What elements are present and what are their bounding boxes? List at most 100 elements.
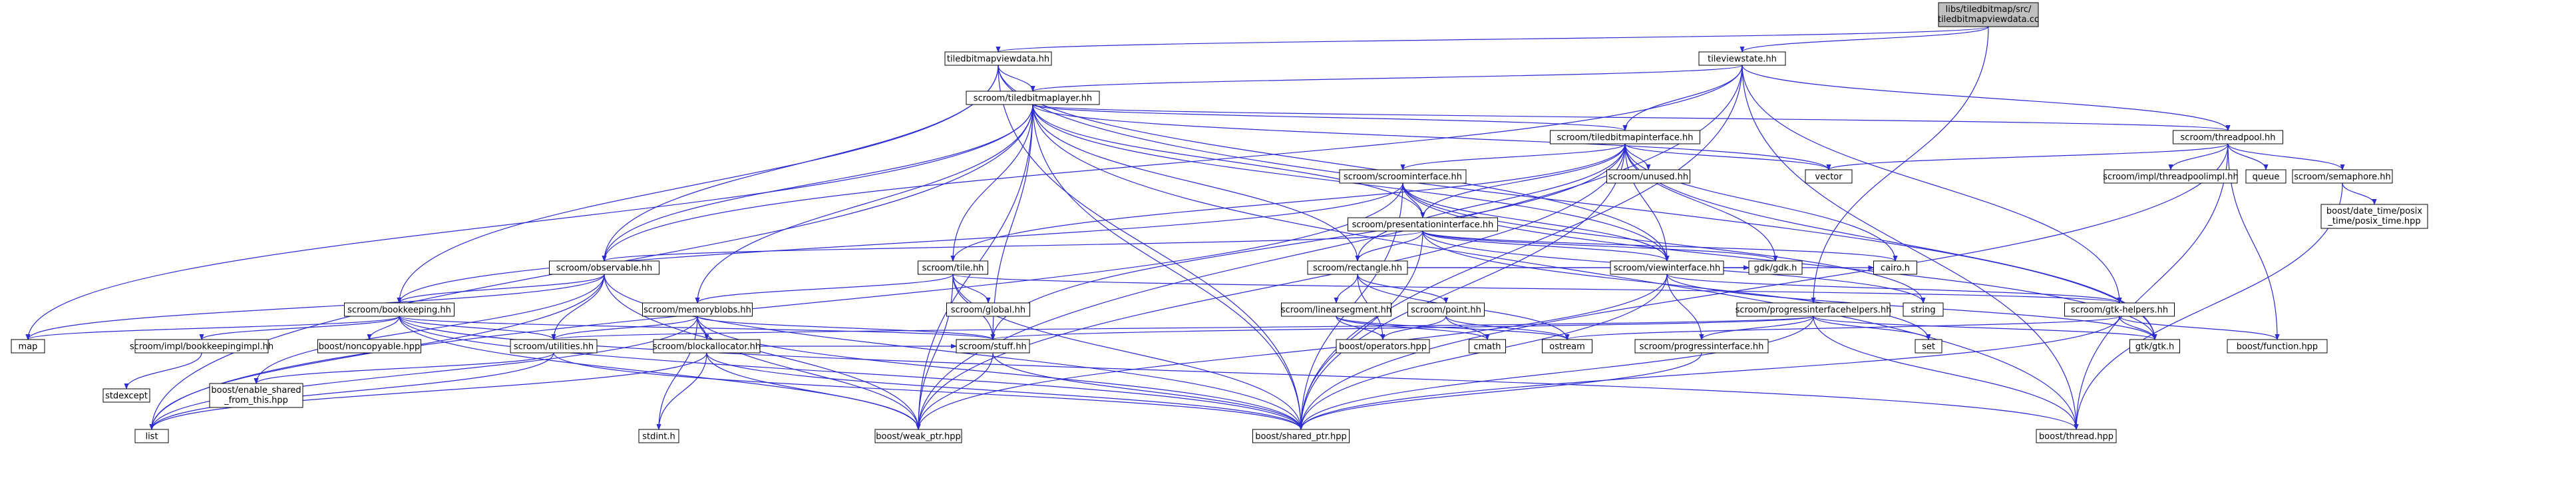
- edge-pih-to-stuff: [991, 316, 1814, 340]
- node-nonc[interactable]: boost/noncopyable.hpp: [317, 339, 421, 354]
- node-tbi[interactable]: scroom/tiledbitmapinterface.hh: [1550, 130, 1700, 144]
- node-sem[interactable]: scroom/semaphore.hh: [2292, 169, 2393, 184]
- edge-tbi-to-vi: [1624, 143, 1670, 262]
- node-box-unused: [1606, 169, 1690, 184]
- edge-vi-to-progi: [1666, 274, 1704, 340]
- node-vi[interactable]: scroom/viewinterface.hh: [1610, 260, 1724, 275]
- node-vec[interactable]: vector: [1805, 169, 1853, 184]
- edge-pi-to-set: [1422, 230, 1931, 340]
- node-label-nonc-0: boost/noncopyable.hpp: [319, 342, 421, 352]
- node-ls[interactable]: scroom/linearsegment.hh: [1281, 302, 1391, 317]
- node-cairo[interactable]: cairo.h: [1873, 260, 1917, 275]
- edge-tp-to-queue: [2227, 143, 2269, 170]
- node-box-posix: [2320, 204, 2428, 229]
- edge-tbvd-to-tbl: [998, 65, 1035, 92]
- node-si[interactable]: scroom/scroominterface.hh: [1339, 169, 1467, 184]
- node-rect[interactable]: scroom/rectangle.hh: [1307, 260, 1408, 275]
- edge-tp-to-thread: [2074, 143, 2229, 430]
- node-label-sem-0: scroom/semaphore.hh: [2294, 172, 2390, 182]
- edge-si-to-string: [1402, 182, 1926, 304]
- node-map[interactable]: map: [11, 339, 45, 354]
- edge-pi-to-obs: [602, 230, 1423, 262]
- node-tp[interactable]: scroom/threadpool.hh: [2173, 130, 2283, 144]
- node-label-cairo-0: cairo.h: [1881, 264, 1910, 274]
- node-mb[interactable]: scroom/memoryblobs.hh: [642, 302, 753, 317]
- node-label-tpi-0: scroom/impl/threadpoolimpl.hh: [2103, 172, 2239, 182]
- node-obs[interactable]: scroom/observable.hh: [549, 260, 659, 275]
- edge-tvs-to-tbl: [1030, 65, 1743, 92]
- node-stdint[interactable]: stdint.h: [638, 429, 679, 443]
- node-gh[interactable]: scroom/gtk-helpers.hh: [2064, 302, 2175, 317]
- node-tvs[interactable]: tileviewstate.hh: [1698, 51, 1786, 66]
- node-gtk[interactable]: gtk/gtk.h: [2129, 339, 2180, 354]
- node-pi[interactable]: scroom/presentationinterface.hh: [1348, 217, 1498, 232]
- node-unused[interactable]: scroom/unused.hh: [1606, 169, 1690, 184]
- edge-mb-to-sp: [697, 316, 1304, 430]
- node-gdk[interactable]: gdk/gdk.h: [1748, 260, 1803, 275]
- edge-tbl-to-map: [25, 104, 1033, 340]
- node-point[interactable]: scroom/point.hh: [1407, 302, 1485, 317]
- node-label-bfunc-0: boost/function.hpp: [2237, 342, 2318, 352]
- node-label-ostream-0: ostream: [1549, 342, 1585, 352]
- node-esft[interactable]: boost/enable_shared_from_this.hpp: [209, 383, 303, 408]
- node-util[interactable]: scroom/utilities.hh: [510, 339, 598, 354]
- node-progi[interactable]: scroom/progressinterface.hh: [1634, 339, 1769, 354]
- node-label-unused-0: scroom/unused.hh: [1608, 172, 1688, 182]
- node-box-vi: [1610, 260, 1724, 275]
- node-pih[interactable]: scroom/progressinterfacehelpers.hh: [1736, 302, 1892, 317]
- node-ostream[interactable]: ostream: [1542, 339, 1592, 354]
- edge-util-to-list: [149, 352, 554, 430]
- edge-tvs-to-obs: [602, 65, 1743, 262]
- node-posix[interactable]: boost/date_time/posix_time/posix_time.hp…: [2320, 204, 2428, 229]
- node-bki[interactable]: scroom/impl/bookkeepingimpl.hh: [130, 339, 274, 354]
- node-tbl[interactable]: scroom/tiledbitmaplayer.hh: [966, 91, 1100, 105]
- node-stuff[interactable]: scroom/stuff.hh: [956, 339, 1030, 354]
- edge-pi-to-gdk: [1422, 230, 1778, 262]
- edge-tvs-to-tp: [1742, 65, 2231, 131]
- node-cmath[interactable]: cmath: [1469, 339, 1506, 354]
- node-bop[interactable]: boost/operators.hpp: [1336, 339, 1430, 354]
- node-ba[interactable]: scroom/blockallocator.hh: [653, 339, 761, 354]
- node-tile[interactable]: scroom/tile.hh: [918, 260, 988, 275]
- edge-mb-to-stuff: [697, 316, 996, 340]
- node-queue[interactable]: queue: [2245, 169, 2287, 184]
- edge-vi-to-gh: [1666, 274, 2122, 304]
- edge-gh-to-sp: [1298, 316, 2120, 430]
- node-list[interactable]: list: [134, 429, 169, 443]
- node-box-pi: [1348, 217, 1498, 232]
- edge-tbl-to-vec: [1032, 104, 1831, 170]
- node-box-sem: [2292, 169, 2393, 184]
- node-box-util: [510, 339, 598, 354]
- node-label-wp-0: boost/weak_ptr.hpp: [876, 432, 960, 442]
- edge-gh-to-ostream: [1564, 316, 2120, 340]
- node-stdexcept[interactable]: stdexcept: [102, 388, 150, 403]
- node-label-bki-0: scroom/impl/bookkeepingimpl.hh: [130, 342, 274, 352]
- node-box-stdint: [638, 429, 679, 443]
- edge-tbl-to-mb: [695, 104, 1033, 304]
- node-label-tbl-0: scroom/tiledbitmaplayer.hh: [974, 94, 1092, 104]
- edge-util-to-esft: [254, 352, 554, 384]
- node-set[interactable]: set: [1915, 339, 1942, 354]
- node-thread[interactable]: boost/thread.hpp: [2036, 429, 2117, 443]
- node-tbvd[interactable]: tiledbitmapviewdata.hh: [944, 51, 1052, 66]
- node-tpi[interactable]: scroom/impl/threadpoolimpl.hh: [2103, 169, 2239, 184]
- edge-point-to-cmath: [1445, 316, 1490, 340]
- node-root[interactable]: libs/tiledbitmap/src/tiledbitmapviewdata…: [1938, 2, 2039, 27]
- node-wp[interactable]: boost/weak_ptr.hpp: [874, 429, 962, 443]
- edge-vi-to-wp: [916, 274, 1668, 430]
- edge-tbl-to-thread: [1032, 104, 2079, 430]
- node-global[interactable]: scroom/global.hh: [946, 302, 1030, 317]
- node-sp[interactable]: boost/shared_ptr.hpp: [1252, 429, 1350, 443]
- edge-ba-to-list: [149, 352, 707, 430]
- node-string[interactable]: string: [1903, 302, 1944, 317]
- node-box-stdexcept: [102, 388, 150, 403]
- edge-mb-to-stdint: [656, 316, 698, 430]
- node-bk[interactable]: scroom/bookkeeping.hh: [344, 302, 455, 317]
- edge-obs-to-util: [551, 274, 605, 340]
- edge-tbi-to-stuff: [990, 143, 1626, 340]
- edge-root-to-pih: [1811, 26, 1989, 304]
- node-bfunc[interactable]: boost/function.hpp: [2227, 339, 2328, 354]
- edge-si-to-vi: [1402, 182, 1670, 262]
- edge-sem-to-thread: [2074, 182, 2343, 430]
- edge-pi-to-vi: [1422, 230, 1670, 262]
